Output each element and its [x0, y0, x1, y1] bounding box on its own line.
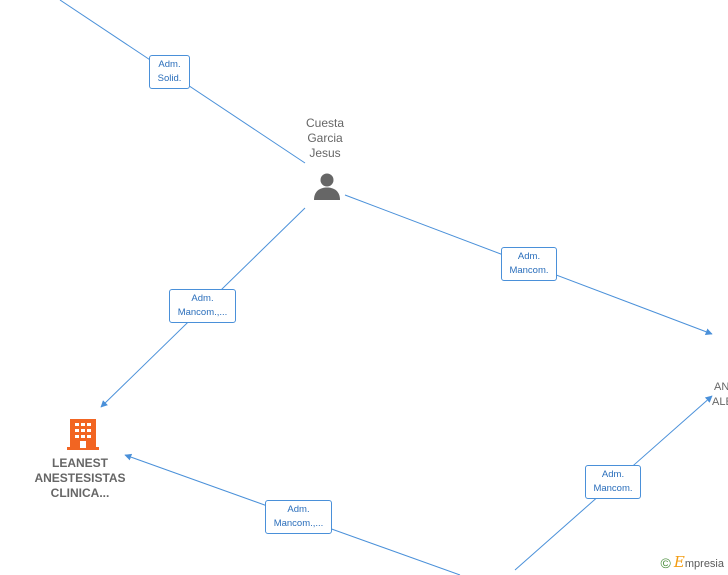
- person-icon[interactable]: [312, 171, 342, 206]
- copyright-symbol: ©: [660, 555, 671, 571]
- person-name: Cuesta Garcia Jesus: [285, 116, 365, 161]
- partial-node-name-line: ALE: [712, 396, 728, 408]
- edge-label-adm-solid[interactable]: Adm. Solid.: [149, 55, 190, 89]
- edge-label-line: Adm.: [287, 504, 310, 515]
- edge-label-line: Adm.: [191, 293, 214, 304]
- edge-label-line: Mancom.,...: [177, 307, 228, 318]
- company-building-icon[interactable]: [67, 416, 99, 455]
- company-name-line: CLINICA...: [50, 486, 110, 500]
- partial-node-name-line: AN: [714, 381, 728, 393]
- person-name-line: Cuesta: [305, 116, 345, 130]
- person-name-line: Jesus: [309, 146, 341, 160]
- brand-logo-initial: E: [673, 553, 685, 571]
- edge-label-line: Mancom.,...: [273, 518, 324, 529]
- edge-label-adm-mancom-more[interactable]: Adm. Mancom.,...: [265, 500, 332, 534]
- edge-label-line: Adm.: [158, 59, 181, 70]
- company-name-line: LEANEST: [51, 456, 108, 470]
- person-name-line: Garcia: [307, 131, 343, 145]
- edge-label-line: Adm.: [601, 469, 625, 480]
- edge-label-line: Mancom.: [509, 265, 549, 276]
- edge-label-line: Mancom.: [593, 483, 633, 494]
- edge-label-line: Solid.: [157, 73, 182, 84]
- edge-label-line: Adm.: [517, 251, 541, 262]
- company-name-line: ANESTESISTAS: [34, 471, 126, 485]
- brand-logo-text: mpresia: [684, 558, 724, 570]
- edge-label-adm-mancom[interactable]: Adm. Mancom.: [585, 465, 641, 499]
- company-name[interactable]: LEANEST ANESTESISTAS CLINICA...: [20, 456, 140, 501]
- partial-node-name[interactable]: AN ALE: [712, 380, 728, 410]
- edge-label-adm-mancom-more[interactable]: Adm. Mancom.,...: [169, 289, 236, 323]
- empresia-watermark: © Empresia: [661, 553, 724, 571]
- edge-label-adm-mancom[interactable]: Adm. Mancom.: [501, 247, 557, 281]
